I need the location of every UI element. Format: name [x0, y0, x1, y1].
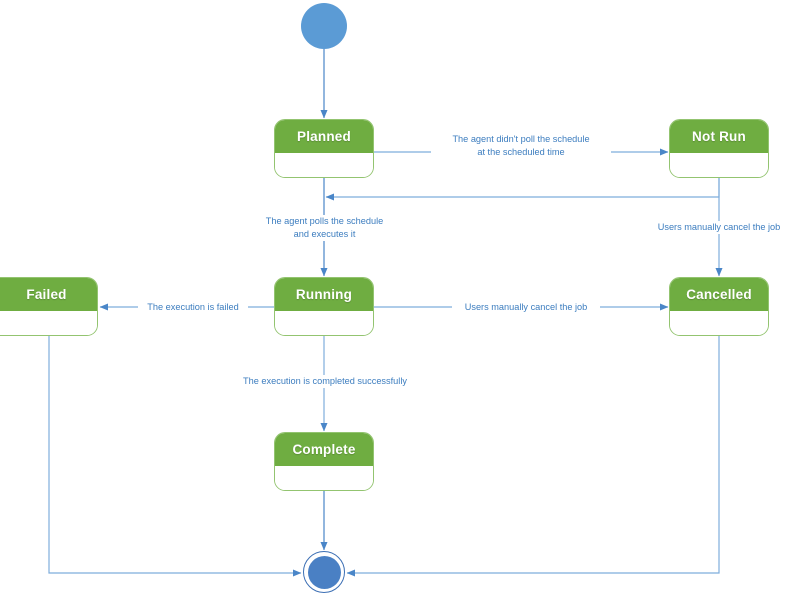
- state-node-running-body: [275, 311, 373, 335]
- initial-state-node: [301, 3, 347, 49]
- state-node-planned-body: [275, 153, 373, 177]
- edge-label-planned-to-running-line2: and executes it: [247, 228, 402, 241]
- state-node-cancelled-body: [670, 311, 768, 335]
- state-node-cancelled[interactable]: Cancelled: [669, 277, 769, 336]
- edge-label-running-to-cancelled: Users manually cancel the job: [452, 301, 600, 314]
- final-state-node: [303, 551, 345, 593]
- edge-label-planned-to-running-line1: The agent polls the schedule: [247, 215, 402, 228]
- state-node-not-run-body: [670, 153, 768, 177]
- edge-notrun-to-planned: [325, 178, 720, 201]
- state-node-cancelled-label: Cancelled: [670, 278, 768, 311]
- state-node-running[interactable]: Running: [274, 277, 374, 336]
- state-node-complete[interactable]: Complete: [274, 432, 374, 491]
- edge-label-running-to-complete: The execution is completed successfully: [232, 375, 418, 388]
- edge-label-notrun-to-cancelled: Users manually cancel the job: [645, 221, 790, 234]
- state-node-complete-body: [275, 466, 373, 490]
- state-node-complete-label: Complete: [275, 433, 373, 466]
- state-node-failed-body: [0, 311, 97, 335]
- state-node-planned-label: Planned: [275, 120, 373, 153]
- edge-cancelled-to-final: [346, 336, 720, 577]
- state-node-failed-label: Failed: [0, 278, 97, 311]
- state-node-not-run-label: Not Run: [670, 120, 768, 153]
- final-state-inner-circle: [307, 555, 341, 589]
- state-node-planned[interactable]: Planned: [274, 119, 374, 178]
- state-node-failed[interactable]: Failed: [0, 277, 98, 336]
- edge-label-running-to-failed: The execution is failed: [138, 301, 248, 314]
- edge-label-planned-to-notrun-line1: The agent didn't poll the schedule: [431, 133, 611, 146]
- state-node-running-label: Running: [275, 278, 373, 311]
- state-node-not-run[interactable]: Not Run: [669, 119, 769, 178]
- edge-label-planned-to-notrun-line2: at the scheduled time: [431, 146, 611, 159]
- edge-failed-to-final: [48, 336, 302, 577]
